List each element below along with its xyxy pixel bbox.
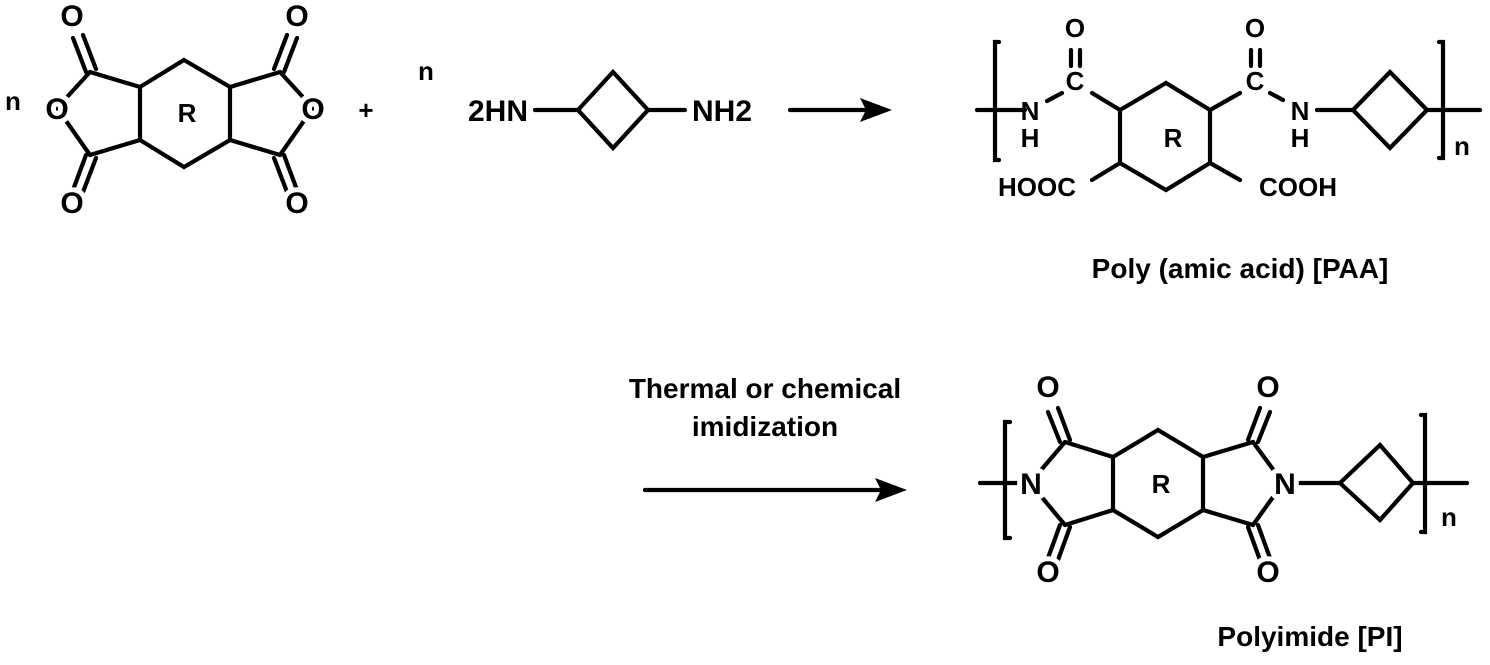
dianhydride-structure: O O O O O O R n: [5, 0, 330, 225]
amine-group-left: 2HN: [468, 95, 528, 128]
ring-label-r: R: [1152, 469, 1171, 499]
step2-label-line2: imidization: [692, 411, 838, 442]
ring-label-r: R: [1164, 123, 1183, 153]
carbon-atom: C: [1066, 66, 1085, 96]
pi-caption: Polyimide [PI]: [1217, 621, 1402, 652]
oxygen-atom: O: [60, 187, 83, 220]
repeat-unit-n: n: [1454, 131, 1470, 161]
oxygen-atom: O: [1245, 13, 1265, 43]
paa-caption: Poly (amic acid) [PAA]: [1092, 253, 1389, 284]
oxygen-atom: O: [1256, 556, 1279, 589]
hydrogen-atom: H: [1021, 123, 1040, 153]
poly-amic-acid-structure: O C N H O C N H R HOOC COOH n: [974, 13, 1483, 202]
carbon-atom: C: [1246, 66, 1265, 96]
cyclobutane-ring-bonds: [1350, 68, 1430, 152]
oxygen-atom: O: [45, 93, 68, 126]
oxygen-atom: O: [1036, 556, 1059, 589]
nitrogen-atom: N: [1274, 468, 1296, 501]
left-bracket: [1002, 419, 1013, 541]
ring-label-r: R: [178, 98, 197, 128]
oxygen-atom: O: [1036, 371, 1059, 404]
amine-group-right: NH2: [692, 95, 752, 128]
hydrogen-atom: H: [1291, 123, 1310, 153]
step2-label-line1: Thermal or chemical: [629, 373, 901, 404]
oxygen-atom: O: [301, 93, 324, 126]
diamine-structure: n 2HN NH2: [418, 56, 757, 152]
nitrogen-atom: N: [1020, 468, 1042, 501]
oxygen-atom: O: [285, 187, 308, 220]
right-bracket: [1418, 412, 1428, 535]
left-bracket: [992, 39, 1002, 163]
oxygen-atom: O: [60, 0, 83, 33]
carboxylic-acid-right: COOH: [1259, 172, 1337, 202]
polyimide-structure: N N O O O O R n: [977, 366, 1470, 594]
dianhydride-coefficient: n: [5, 86, 21, 116]
nitrogen-atom: N: [1291, 96, 1310, 126]
oxygen-atom: O: [285, 0, 308, 33]
right-bracket: [1436, 39, 1446, 161]
anhydride-bonds: [54, 32, 316, 195]
repeat-unit-n: n: [1441, 502, 1457, 532]
reaction-arrow-1: [787, 98, 892, 122]
cyclobutane-ring-bonds: [1336, 441, 1416, 523]
cyclobutane-ring-bonds: [575, 68, 651, 152]
reaction-arrow-2: [642, 478, 907, 502]
nitrogen-atom: N: [1021, 96, 1040, 126]
diamine-coefficient: n: [418, 56, 434, 86]
oxygen-atom: O: [1256, 371, 1279, 404]
oxygen-atom: O: [1065, 13, 1085, 43]
carboxylic-acid-left: HOOC: [998, 172, 1076, 202]
plus-sign: +: [358, 95, 373, 125]
